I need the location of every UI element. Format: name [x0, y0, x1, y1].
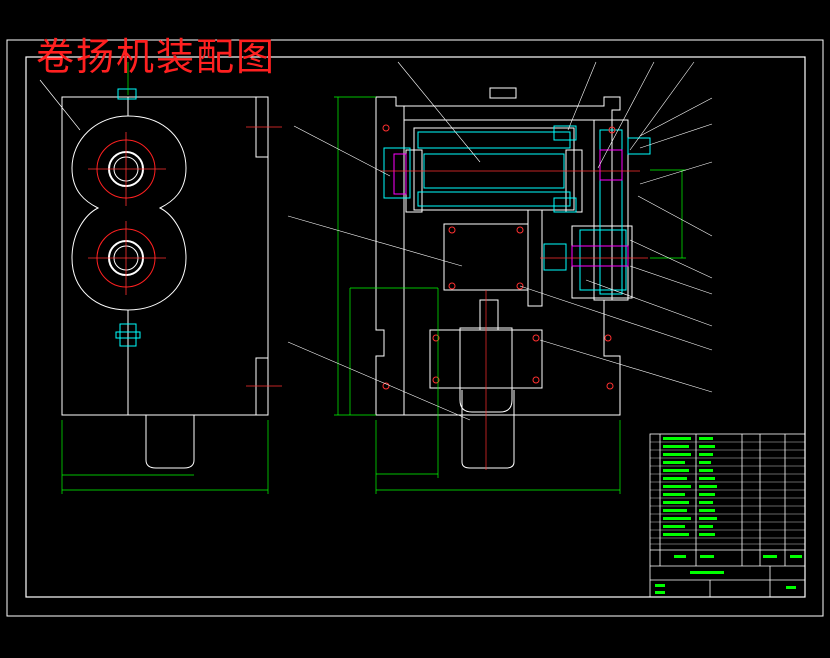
gear-casing-outline	[71, 115, 187, 311]
parts-list-rows	[650, 441, 805, 545]
motor	[461, 390, 515, 469]
inner-border	[25, 56, 806, 598]
gear-housing	[593, 119, 629, 301]
left-frame	[375, 96, 405, 416]
drum-details	[383, 125, 651, 295]
front-view	[375, 87, 633, 469]
reducer-box	[443, 223, 529, 291]
side-view-frame	[61, 96, 269, 416]
side-view	[61, 96, 269, 469]
bolts	[382, 124, 616, 390]
gear-internals	[393, 149, 629, 267]
drum	[413, 127, 575, 211]
drawing-title: 卷扬机装配图	[36, 35, 277, 79]
front-dimensions	[334, 96, 686, 494]
parts-list-text-marks	[655, 437, 802, 594]
front-centerlines	[380, 170, 648, 470]
side-fittings	[115, 88, 141, 347]
side-dimensions	[61, 62, 269, 494]
side-centerlines	[88, 126, 282, 387]
leader-lines	[287, 61, 713, 421]
outer-border	[6, 39, 824, 617]
parts-list-table	[649, 433, 806, 598]
